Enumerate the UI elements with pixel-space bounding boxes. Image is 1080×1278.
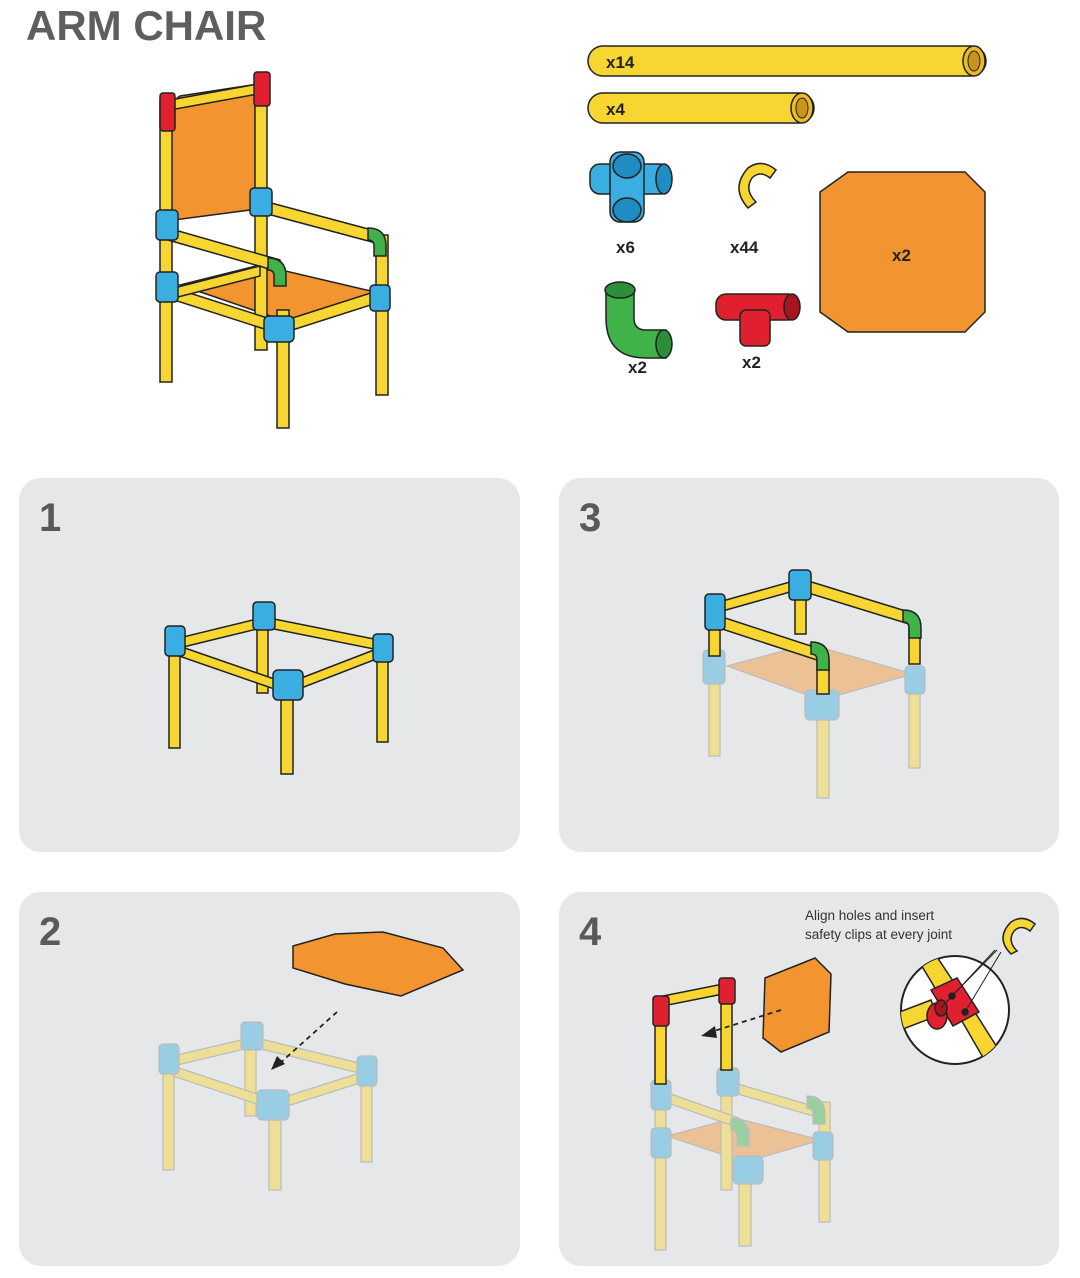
long-tube-icon	[587, 45, 987, 77]
octagon-panel-icon	[819, 171, 986, 333]
clip-count: x44	[730, 238, 759, 257]
step-3-panel: 3	[559, 478, 1059, 852]
step-number: 1	[39, 496, 62, 540]
step-number: 2	[39, 910, 62, 954]
tee-connector-icon	[715, 293, 801, 347]
step-2-panel: 2	[19, 892, 520, 1266]
page-title: ARM CHAIR	[26, 2, 267, 49]
panel-count: x2	[892, 246, 911, 265]
safety-clip-icon	[738, 162, 778, 210]
step-1-panel: 1	[19, 478, 520, 852]
step-4-panel: 4 Align holes and insert safety clips at…	[559, 892, 1059, 1266]
joint-detail-magnifier	[900, 949, 1010, 1065]
parts-list: x14 x4 x6 x44 x2 x2 x2	[580, 40, 1010, 380]
arrow-icon	[271, 1056, 285, 1070]
step-4-instruction: Align holes and insert safety clips at e…	[805, 908, 953, 942]
back-panel-icon	[762, 957, 832, 1053]
step-number: 3	[579, 496, 602, 540]
arrow-icon	[701, 1026, 717, 1038]
cross-connector-count: x6	[616, 238, 635, 257]
octagon-panel-icon	[292, 931, 465, 997]
tee-count: x2	[742, 353, 761, 372]
cross-connector-icon	[589, 151, 673, 223]
long-tube-count: x14	[606, 53, 635, 72]
safety-clip-icon	[1002, 917, 1037, 955]
elbow-count: x2	[628, 358, 647, 377]
short-tube-icon	[587, 92, 815, 124]
step-number: 4	[579, 910, 602, 954]
elbow-connector-icon	[604, 281, 673, 359]
short-tube-count: x4	[606, 100, 625, 119]
assembled-chair-illustration	[140, 60, 430, 440]
